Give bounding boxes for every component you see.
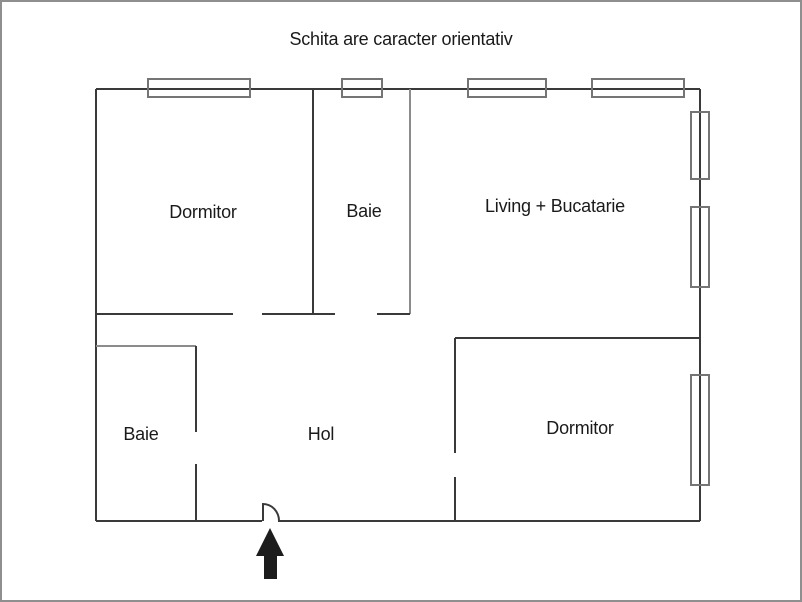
entry-door-icon <box>262 502 280 522</box>
disclaimer-title: Schita are caracter orientativ <box>289 29 513 49</box>
room-label: Living + Bucatarie <box>485 196 625 216</box>
window <box>591 78 685 98</box>
entrance-arrow-icon <box>256 528 284 579</box>
room-label: Dormitor <box>546 418 614 438</box>
room-label: Hol <box>308 424 334 444</box>
room-label: Baie <box>346 201 381 221</box>
window <box>147 78 251 98</box>
window <box>690 111 710 180</box>
window <box>341 78 383 98</box>
window <box>690 206 710 288</box>
window <box>690 374 710 486</box>
room-label: Baie <box>123 424 158 444</box>
room-label: Dormitor <box>169 202 237 222</box>
window <box>467 78 547 98</box>
